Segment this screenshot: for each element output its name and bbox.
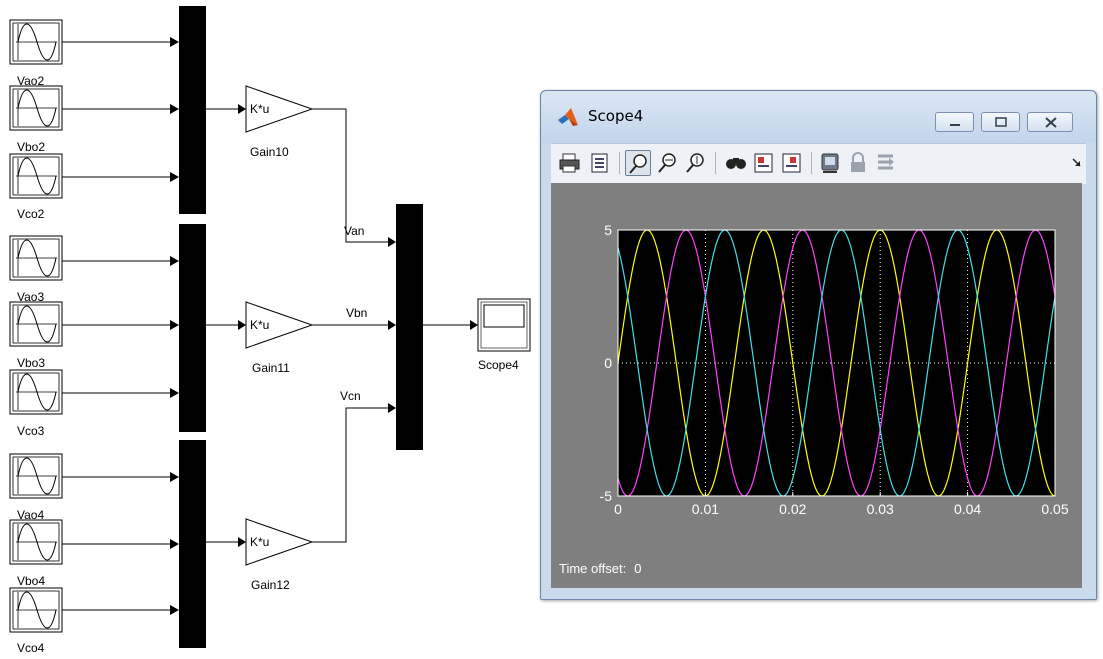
gain-label: Gain12 — [251, 578, 290, 592]
sine-wave-block-vao4[interactable] — [9, 453, 63, 499]
minimize-icon — [950, 124, 960, 126]
zoom-button[interactable] — [625, 150, 651, 176]
source-label: Vao4 — [17, 508, 44, 522]
source-label: Vao3 — [17, 290, 44, 304]
mux-block-1[interactable] — [179, 6, 206, 214]
signal-selection-button[interactable] — [873, 150, 899, 176]
parameters-icon — [591, 153, 608, 173]
gain-label: Gain10 — [250, 145, 289, 159]
time-offset-value: 0 — [634, 561, 642, 576]
x-tick-label: 0 — [614, 501, 622, 517]
time-offset-label: Time offset: — [559, 561, 627, 576]
x-tick-label: 0.02 — [779, 501, 806, 517]
gain-value: K*u — [250, 535, 269, 549]
gain-block-11[interactable] — [245, 301, 314, 349]
gain-value: K*u — [250, 318, 269, 332]
simulink-diagram: Vao2 Vbo2 Vco2 Vao3 Vbo3 Vco3 Vao4 Vbo4 … — [9, 6, 531, 655]
toolbar-overflow-icon[interactable] — [1072, 158, 1082, 168]
mux-block-3[interactable] — [179, 440, 206, 648]
print-button[interactable] — [557, 150, 583, 176]
lock-icon — [851, 152, 865, 172]
zoom-icon — [629, 154, 647, 174]
print-icon — [559, 153, 580, 173]
mux-block-2[interactable] — [179, 224, 206, 432]
toolbar — [551, 143, 1086, 184]
sine-wave-block-vco2[interactable] — [9, 153, 63, 199]
lock-axes-button[interactable] — [845, 150, 871, 176]
maximize-button[interactable] — [981, 112, 1020, 132]
zoom-y-button[interactable] — [683, 150, 709, 176]
x-tick-label: 0.04 — [954, 501, 981, 517]
scope-block[interactable] — [477, 298, 531, 352]
signal-label-vbn: Vbn — [346, 306, 367, 320]
window-title: Scope4 — [588, 107, 644, 125]
gain-label: Gain11 — [252, 361, 290, 375]
source-label: Vbo2 — [17, 140, 45, 154]
restore-axes-icon — [782, 153, 801, 173]
gain-output-wires — [312, 108, 396, 543]
floating-scope-button[interactable] — [817, 150, 843, 176]
signal-label-vcn: Vcn — [340, 389, 361, 403]
y-tick-label: -5 — [600, 488, 613, 504]
source-label: Vbo3 — [17, 356, 45, 370]
sine-wave-block-vbo4[interactable] — [9, 519, 63, 565]
series-line-3 — [617, 229, 1056, 497]
signal-selection-icon — [878, 154, 894, 170]
minimize-button[interactable] — [935, 112, 974, 132]
save-axes-button[interactable] — [751, 150, 777, 176]
zoom-x-icon — [658, 153, 676, 173]
zoom-x-button[interactable] — [655, 150, 681, 176]
sine-wave-block-vco3[interactable] — [9, 369, 63, 415]
close-button[interactable] — [1027, 112, 1073, 132]
maximize-icon — [995, 117, 1007, 127]
mux-gain-wires — [206, 104, 246, 547]
close-icon — [1045, 117, 1057, 128]
autoscale-button[interactable] — [723, 150, 749, 176]
scope-block-label: Scope4 — [478, 358, 519, 372]
source-label: Vco4 — [17, 641, 45, 655]
source-label: Vbo4 — [17, 574, 45, 588]
sine-wave-block-vao3[interactable] — [9, 235, 63, 281]
scope-window: Scope4 — [540, 90, 1097, 600]
sine-wave-block-vbo3[interactable] — [9, 301, 63, 347]
sine-wave-block-vco4[interactable] — [9, 587, 63, 633]
gain-block-10[interactable] — [245, 85, 314, 133]
gain-block-12[interactable] — [245, 518, 314, 566]
title-bar[interactable]: Scope4 — [541, 91, 1096, 143]
source-label: Vco2 — [17, 207, 45, 221]
series-line-2 — [617, 229, 1056, 497]
gain-value: K*u — [250, 102, 269, 116]
zoom-y-icon — [686, 153, 704, 173]
source-label: Vao2 — [17, 74, 44, 88]
floating-scope-icon — [821, 153, 839, 173]
save-axes-icon — [754, 153, 773, 173]
matlab-logo-icon — [558, 108, 578, 126]
y-tick-label: 5 — [604, 222, 612, 238]
parameters-button[interactable] — [587, 150, 613, 176]
sine-wave-block-vao2[interactable] — [9, 19, 63, 65]
mux-block-output[interactable] — [396, 204, 423, 450]
y-tick-label: 0 — [604, 355, 612, 371]
autoscale-icon — [726, 158, 746, 169]
source-label: Vco3 — [17, 424, 45, 438]
source-wires — [62, 37, 179, 615]
time-offset-readout: Time offset: 0 — [559, 561, 649, 576]
signal-label-van: Van — [344, 224, 364, 238]
series-line-1 — [617, 229, 1056, 497]
x-tick-label: 0.01 — [692, 501, 719, 517]
plot-frame — [617, 229, 1056, 497]
x-tick-label: 0.05 — [1041, 501, 1068, 517]
restore-axes-button[interactable] — [779, 150, 805, 176]
sine-wave-block-vbo2[interactable] — [9, 85, 63, 131]
x-tick-label: 0.03 — [867, 501, 894, 517]
